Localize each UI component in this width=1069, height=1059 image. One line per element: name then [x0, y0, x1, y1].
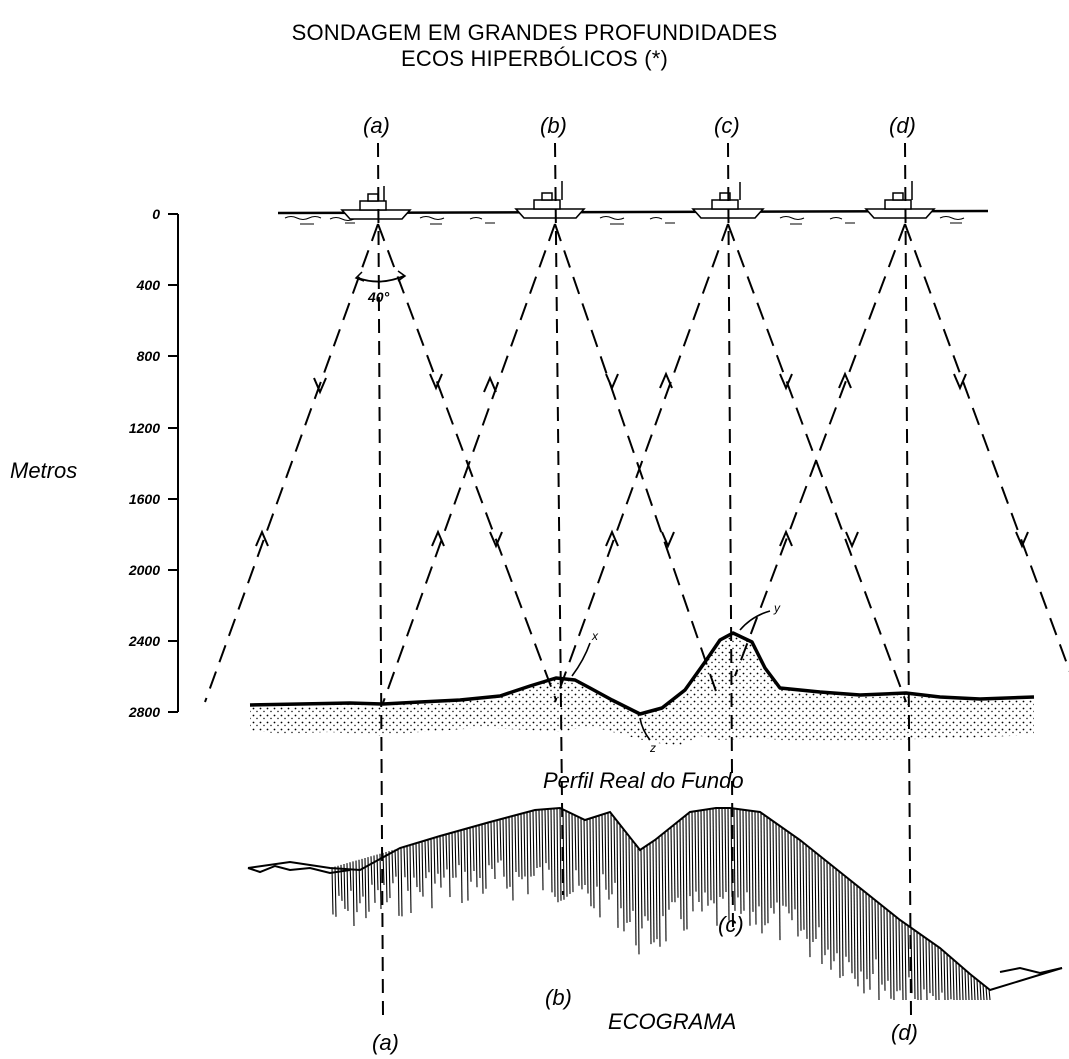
angle-marker: 40°	[354, 270, 407, 305]
ship-d	[864, 181, 936, 219]
real-profile-label: Perfil Real do Fundo	[543, 768, 744, 793]
svg-text:1200: 1200	[129, 420, 160, 436]
svg-text:2000: 2000	[128, 562, 160, 578]
ship-label-a: (a)	[363, 113, 390, 138]
echogram	[247, 806, 1063, 1001]
tick-2400: 2400	[128, 633, 178, 649]
tick-0: 0	[152, 206, 178, 222]
echo-label-a: (a)	[372, 1030, 399, 1055]
ship-label-b: (b)	[540, 113, 567, 138]
tick-1200: 1200	[129, 420, 178, 436]
angle-label: 40°	[367, 289, 390, 305]
svg-text:2400: 2400	[128, 633, 160, 649]
ship-label-d: (d)	[889, 113, 916, 138]
ship-a	[340, 186, 412, 220]
ship-label-c: (c)	[714, 113, 740, 138]
beam-arrows	[255, 371, 1029, 549]
vertical-dashed-lines	[377, 142, 912, 1017]
point-label-z: z	[649, 741, 656, 755]
tick-400: 400	[136, 277, 178, 293]
tick-2000: 2000	[128, 562, 178, 578]
point-label-x: x	[591, 629, 599, 643]
svg-text:2800: 2800	[128, 704, 160, 720]
tick-1600: 1600	[129, 491, 178, 507]
title-line-2: ECOS HIPERBÓLICOS (*)	[400, 46, 669, 71]
depth-axis: Metros 0 400 800 1200 1600 2000 2400 280…	[10, 206, 179, 720]
svg-text:0: 0	[152, 206, 160, 222]
tick-800: 800	[137, 348, 178, 364]
axis-label: Metros	[10, 458, 77, 483]
svg-text:400: 400	[136, 277, 161, 293]
echo-label-c: (c)	[718, 912, 744, 937]
echogram-label: ECOGRAMA	[608, 1009, 736, 1034]
ship-b	[514, 181, 586, 219]
title-line-1: SONDAGEM EM GRANDES PROFUNDIDADES	[291, 20, 778, 45]
point-label-y: y	[773, 601, 781, 615]
tick-2800: 2800	[128, 704, 178, 720]
svg-text:800: 800	[137, 348, 161, 364]
real-bottom-profile: x y z	[249, 601, 1035, 755]
svg-text:1600: 1600	[129, 491, 160, 507]
sonar-beams	[204, 223, 1069, 704]
echo-label-b: (b)	[545, 985, 572, 1010]
echo-label-d: (d)	[891, 1020, 918, 1045]
